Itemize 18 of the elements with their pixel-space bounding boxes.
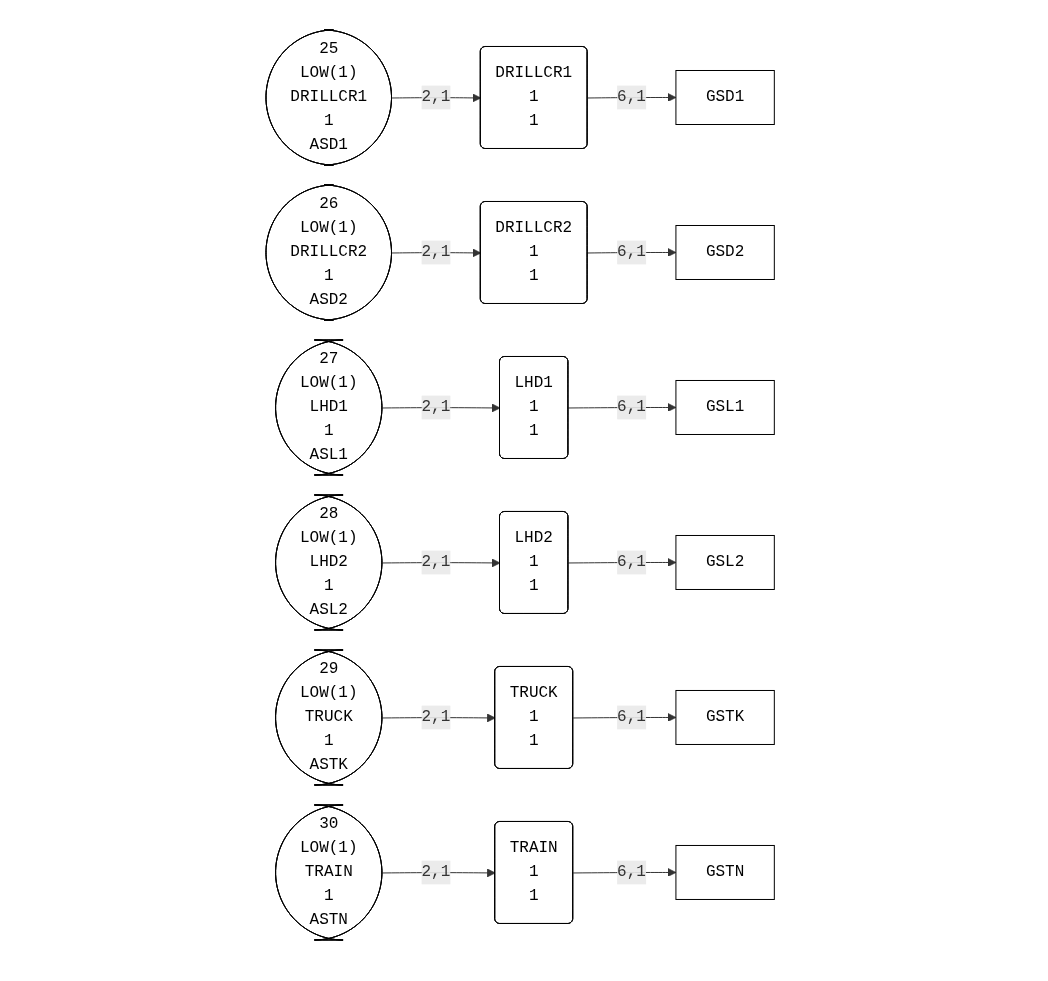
node-box: GSD2 [675,225,775,280]
edge-label: 6,1 [616,863,646,882]
edge-label: 6,1 [616,708,646,727]
edge-label: 6,1 [616,553,646,572]
edge-label: 6,1 [616,398,646,417]
edge-label: 2,1 [421,708,451,727]
edge-label: 2,1 [421,553,451,572]
node-box: GSL1 [675,380,775,435]
node-box: GSTK [675,690,775,745]
edge-label: 6,1 [616,88,646,107]
node-box: GSTN [675,845,775,900]
edge-label: 6,1 [616,243,646,262]
edge-label: 2,1 [421,398,451,417]
node-box: GSD1 [675,70,775,125]
edge-label: 2,1 [421,243,451,262]
node-box: GSL2 [675,535,775,590]
edge-label: 2,1 [421,88,451,107]
edge-label: 2,1 [421,863,451,882]
